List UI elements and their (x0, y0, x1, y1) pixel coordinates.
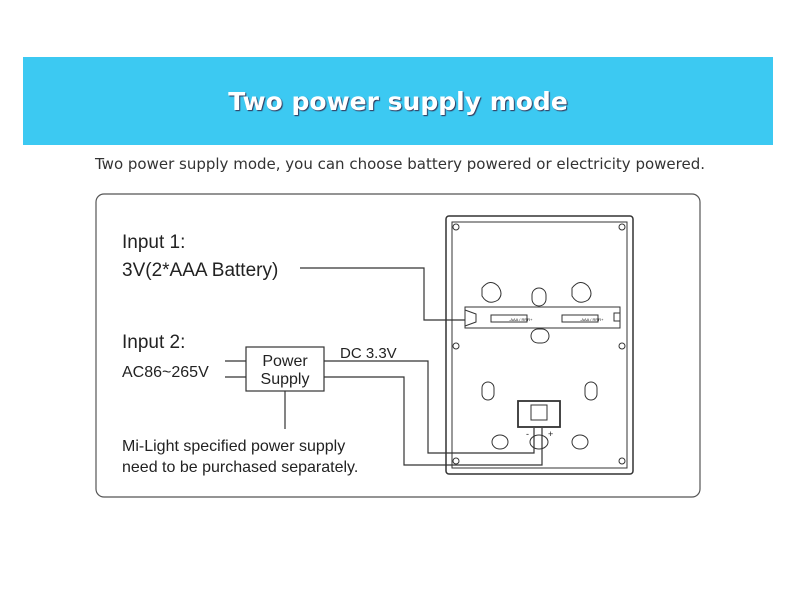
power-supply-line1: Power (262, 353, 308, 370)
title-banner: Two power supply mode (23, 57, 773, 145)
wires (225, 267, 543, 466)
dc-wire-2 (324, 376, 543, 466)
mount-hole (571, 282, 592, 303)
note-line1: Mi-Light specified power supply (122, 438, 345, 455)
device-back-panel (445, 215, 634, 475)
diagram-frame (95, 193, 701, 498)
input2-value: AC86~265V (122, 364, 209, 381)
screw-holes (452, 223, 626, 465)
dc-connector (517, 400, 561, 428)
mount-hole (481, 282, 502, 303)
note-line2: need to be purchased separately. (122, 459, 358, 476)
battery-slot-label: -AAA / RRR+ (509, 317, 533, 322)
battery-wire (300, 267, 465, 321)
input1-label: Input 1: (122, 232, 185, 253)
power-supply-line2: Supply (261, 371, 310, 388)
page-title: Two power supply mode (228, 86, 568, 116)
output-voltage: DC 3.3V (340, 345, 397, 362)
dc-wire-1 (324, 360, 535, 454)
battery-slot-label: -AAA / RRR+ (580, 317, 604, 322)
power-supply-box (245, 346, 325, 392)
plus-label: + (548, 429, 553, 439)
input1-value: 3V(2*AAA Battery) (122, 260, 278, 281)
input2-label: Input 2: (122, 332, 185, 353)
subtitle: Two power supply mode, you can choose ba… (95, 155, 705, 173)
mount-hole (531, 287, 547, 307)
minus-label: - (526, 429, 529, 439)
